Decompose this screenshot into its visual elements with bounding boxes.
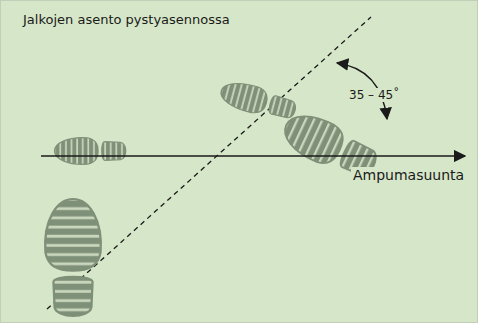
direction-label: Ampumasuunta <box>351 167 466 184</box>
boot-print <box>218 78 298 123</box>
diagram-title: Jalkojen asento pystyasennossa <box>23 12 230 28</box>
boot-print <box>45 199 101 316</box>
boot-print <box>55 138 126 165</box>
angle-label: 35 – 45˚ <box>347 88 401 102</box>
direction-arrow <box>41 155 465 156</box>
